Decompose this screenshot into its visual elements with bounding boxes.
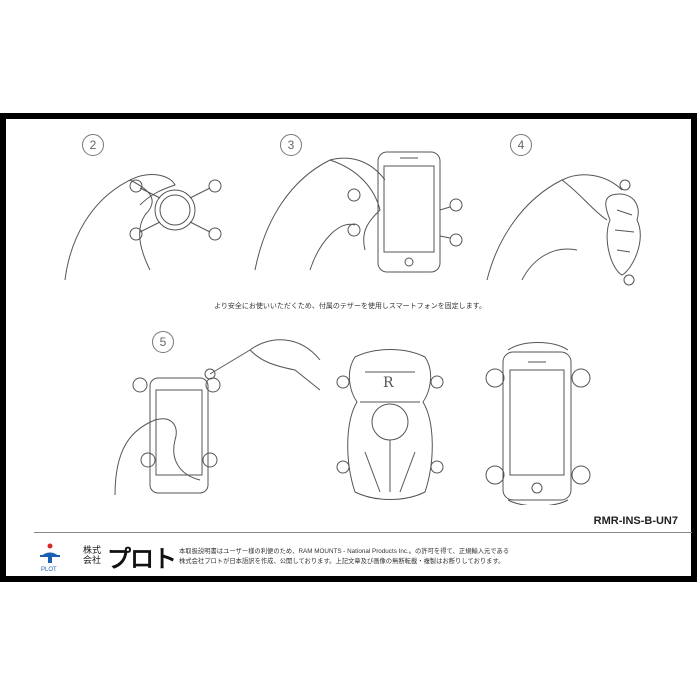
step-3-illustration — [250, 150, 480, 280]
notice-line-1: 本取扱説明書はユーザー様の利便のため、RAM MOUNTS - National… — [179, 548, 510, 555]
step-number-4: 4 — [510, 134, 532, 156]
model-code: RMR-INS-B-UN7 — [593, 515, 678, 527]
step-number-5: 5 — [152, 331, 174, 353]
step-number-2: 2 — [82, 134, 104, 156]
plot-logo: PLOT — [40, 543, 80, 578]
notice-line-2: 株式会社プロトが日本語訳を作成、公開しております。上記文章及び画像の無断転載・複… — [179, 558, 505, 565]
copyright-notice: 本取扱説明書はユーザー様の利便のため、RAM MOUNTS - National… — [179, 547, 509, 567]
step-4-illustration — [482, 160, 652, 290]
footer-divider — [34, 532, 692, 533]
svg-text:R: R — [383, 375, 394, 391]
phone-mounted-illustration — [483, 340, 593, 505]
logo-text: PLOT — [41, 567, 57, 573]
instruction-caption: より安全にお使いいただくため、付属のテザーを使用しスマートフォンを固定します。 — [214, 303, 486, 310]
company-prefix: 株式会社 — [83, 545, 102, 565]
step-2-illustration — [60, 160, 240, 290]
manual-page-frame — [0, 113, 697, 582]
company-name: プロト — [107, 546, 177, 573]
step-number-3: 3 — [280, 134, 302, 156]
mount-front-view-illustration: R — [335, 342, 445, 507]
step-5-illustration — [110, 330, 330, 500]
